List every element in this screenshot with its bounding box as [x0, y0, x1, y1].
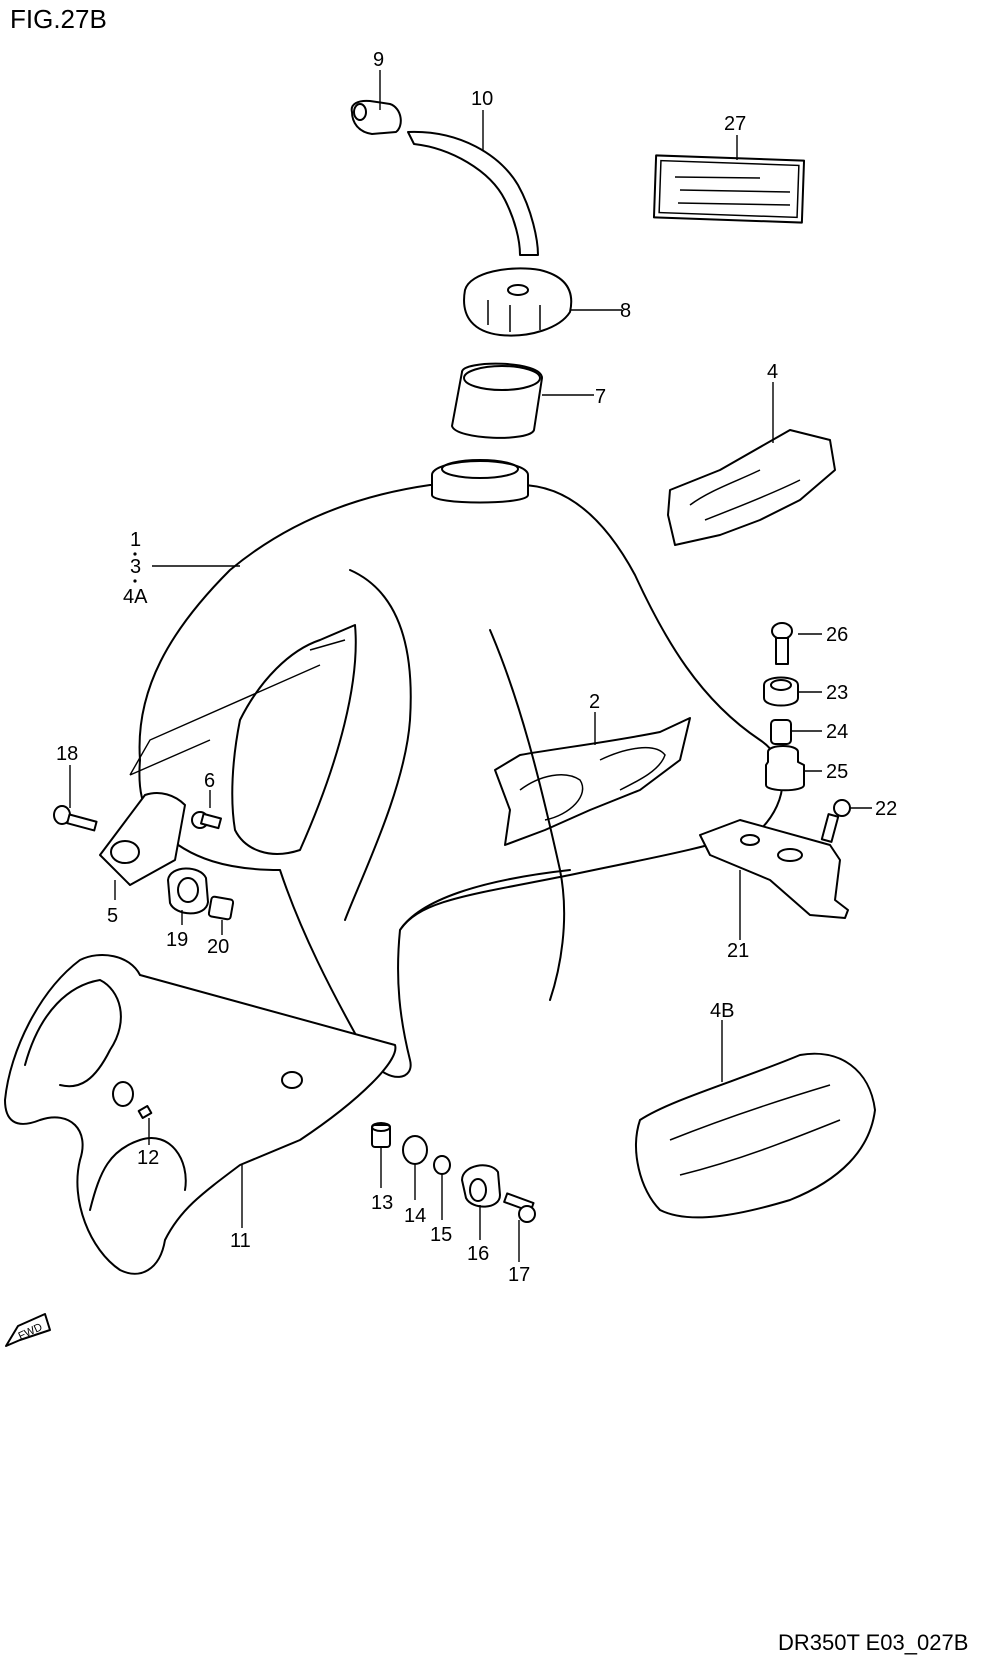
callout-16: 16 — [467, 1243, 489, 1265]
callout-17: 17 — [508, 1264, 530, 1286]
callout-4: 4 — [767, 361, 778, 383]
figure-title: FIG.27B — [10, 4, 107, 34]
callout-4a: 4A — [123, 586, 148, 608]
fuel-cap[interactable] — [463, 267, 573, 337]
callout-24: 24 — [826, 721, 848, 743]
bolt-22[interactable] — [820, 799, 851, 843]
callout-21: 21 — [727, 940, 749, 962]
callout-18: 18 — [56, 743, 78, 765]
washer-12[interactable] — [112, 1081, 134, 1107]
collar-24[interactable] — [770, 719, 792, 745]
callout-9: 9 — [373, 49, 384, 71]
bracket-21[interactable] — [699, 819, 849, 919]
breather-valve[interactable] — [350, 99, 402, 135]
cushion-16[interactable] — [461, 1164, 501, 1208]
washer-15[interactable] — [433, 1155, 451, 1175]
filler-ring[interactable] — [451, 362, 543, 439]
callout-10: 10 — [471, 88, 493, 110]
bolt-18[interactable] — [53, 805, 98, 832]
bolt-6[interactable] — [191, 811, 222, 830]
diagram-code: DR350T E03_027B — [778, 1630, 968, 1655]
callout-25: 25 — [826, 761, 848, 783]
screw-12[interactable] — [137, 1105, 153, 1119]
fwd-arrow-icon: FWD — [5, 1313, 51, 1347]
tank-decal-dr — [494, 717, 691, 846]
callout-4b: 4B — [710, 1000, 734, 1022]
washer-14[interactable] — [402, 1135, 428, 1165]
bolt-17[interactable] — [503, 1192, 536, 1223]
callout-22: 22 — [875, 798, 897, 820]
callout-5: 5 — [107, 905, 118, 927]
callout-labels: 9 10 27 8 7 4 1 3 4A 2 18 6 5 19 20 26 2… — [56, 49, 897, 1286]
callout-7: 7 — [595, 386, 606, 408]
callout-2: 2 — [589, 691, 600, 713]
callout-23: 23 — [826, 682, 848, 704]
callout-3: 3 — [130, 556, 141, 578]
callout-8: 8 — [620, 300, 631, 322]
callout-6: 6 — [204, 770, 215, 792]
collar-23[interactable] — [763, 676, 799, 707]
callout-27: 27 — [724, 113, 746, 135]
callout-12: 12 — [137, 1147, 159, 1169]
side-cover[interactable] — [4, 954, 397, 1275]
bracket-5[interactable] — [99, 792, 186, 886]
collar-20[interactable] — [207, 895, 235, 921]
callout-26: 26 — [826, 624, 848, 646]
decal-4[interactable] — [667, 429, 836, 546]
callout-14: 14 — [404, 1205, 426, 1227]
cushion-19[interactable] — [167, 867, 209, 915]
leader-lines — [69, 70, 872, 1262]
callout-1: 1 — [130, 529, 141, 551]
breather-hose[interactable] — [407, 130, 539, 256]
callout-13: 13 — [371, 1192, 393, 1214]
fuel-tank-part[interactable] — [138, 459, 784, 1078]
warning-label[interactable] — [652, 154, 806, 224]
collar-13[interactable] — [371, 1122, 391, 1148]
cushion-25[interactable] — [765, 745, 805, 792]
bolt-26[interactable] — [771, 622, 793, 665]
callout-15: 15 — [430, 1224, 452, 1246]
decal-4b[interactable] — [635, 1052, 876, 1219]
callout-20: 20 — [207, 936, 229, 958]
callout-19: 19 — [166, 929, 188, 951]
callout-11: 11 — [230, 1230, 251, 1252]
